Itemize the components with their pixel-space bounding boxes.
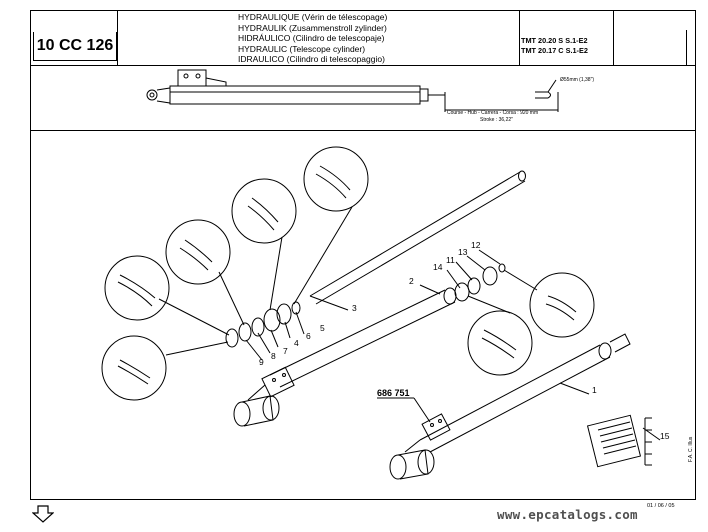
title-en: HYDRAULIC (Telescope cylinder) [238, 43, 366, 54]
seal-stack-left [225, 301, 301, 348]
callout-9: 9 [259, 357, 264, 367]
callout-6: 6 [306, 331, 311, 341]
watermark: www.epcatalogs.com [497, 507, 638, 522]
part-number-label: 686 751 [377, 388, 410, 398]
callout-5: 5 [320, 323, 325, 333]
callout-7: 7 [283, 346, 288, 356]
callout-14: 14 [433, 262, 443, 272]
title-it: IDRAULICO (Cilindro di telescopaggio) [238, 54, 385, 65]
callout-8: 8 [271, 351, 276, 361]
model-item: TMT 20.17 C S.1-E2 [521, 45, 588, 55]
model-item: TMT 20.20 S S.1-E2 [521, 36, 588, 45]
stroke-label-2: Stroke : 36,22" [480, 117, 513, 123]
header-divider [30, 65, 696, 66]
callout-11: 11 [446, 255, 455, 265]
callout-13: 13 [458, 247, 468, 257]
cylinder-overview [146, 69, 559, 112]
title-es: HIDRÁULICO (Cilindro de telescopaje) [238, 33, 385, 44]
title-de: HYDRAULIK (Zusammenstroll zylinder) [238, 22, 387, 33]
callout-3: 3 [352, 303, 357, 313]
down-arrow-icon[interactable] [31, 505, 55, 523]
callout-2: 2 [409, 276, 414, 286]
header-cell-divider [519, 10, 520, 65]
diameter-label: Ø55mm (1,38") [560, 77, 595, 83]
callout-4: 4 [294, 338, 299, 348]
revision-date: 01 / 06 / 05 [647, 503, 675, 509]
title-fr: HYDRAULIQUE (Vérin de télescopage) [238, 12, 388, 22]
cylinder-barrel [389, 333, 631, 480]
title-block: HYDRAULIQUE (Vérin de télescopage) HYDRA… [238, 12, 387, 65]
stroke-label-1: Course - Hub - Carrera - Corsa : 920 mm [447, 110, 539, 116]
seal-stack-right [454, 263, 506, 302]
illustration-code: F.A. C. Illus [688, 436, 694, 462]
callout-15: 15 [660, 431, 670, 441]
overview-divider [30, 130, 696, 131]
header-cell-divider [613, 10, 614, 65]
model-list: TMT 20.20 S S.1-E2 TMT 20.17 C S.1-E2 [521, 36, 588, 55]
reference-code: 10 CC 126 [33, 32, 117, 61]
warning-decal [586, 414, 652, 468]
callout-12: 12 [471, 240, 481, 250]
detail-circles [101, 146, 595, 401]
page-frame [30, 10, 696, 500]
piston-rod [309, 170, 526, 305]
header-cell-divider [686, 30, 687, 65]
callout-1: 1 [592, 385, 597, 395]
leader-lines [158, 206, 661, 441]
header-cell-divider [117, 10, 118, 65]
